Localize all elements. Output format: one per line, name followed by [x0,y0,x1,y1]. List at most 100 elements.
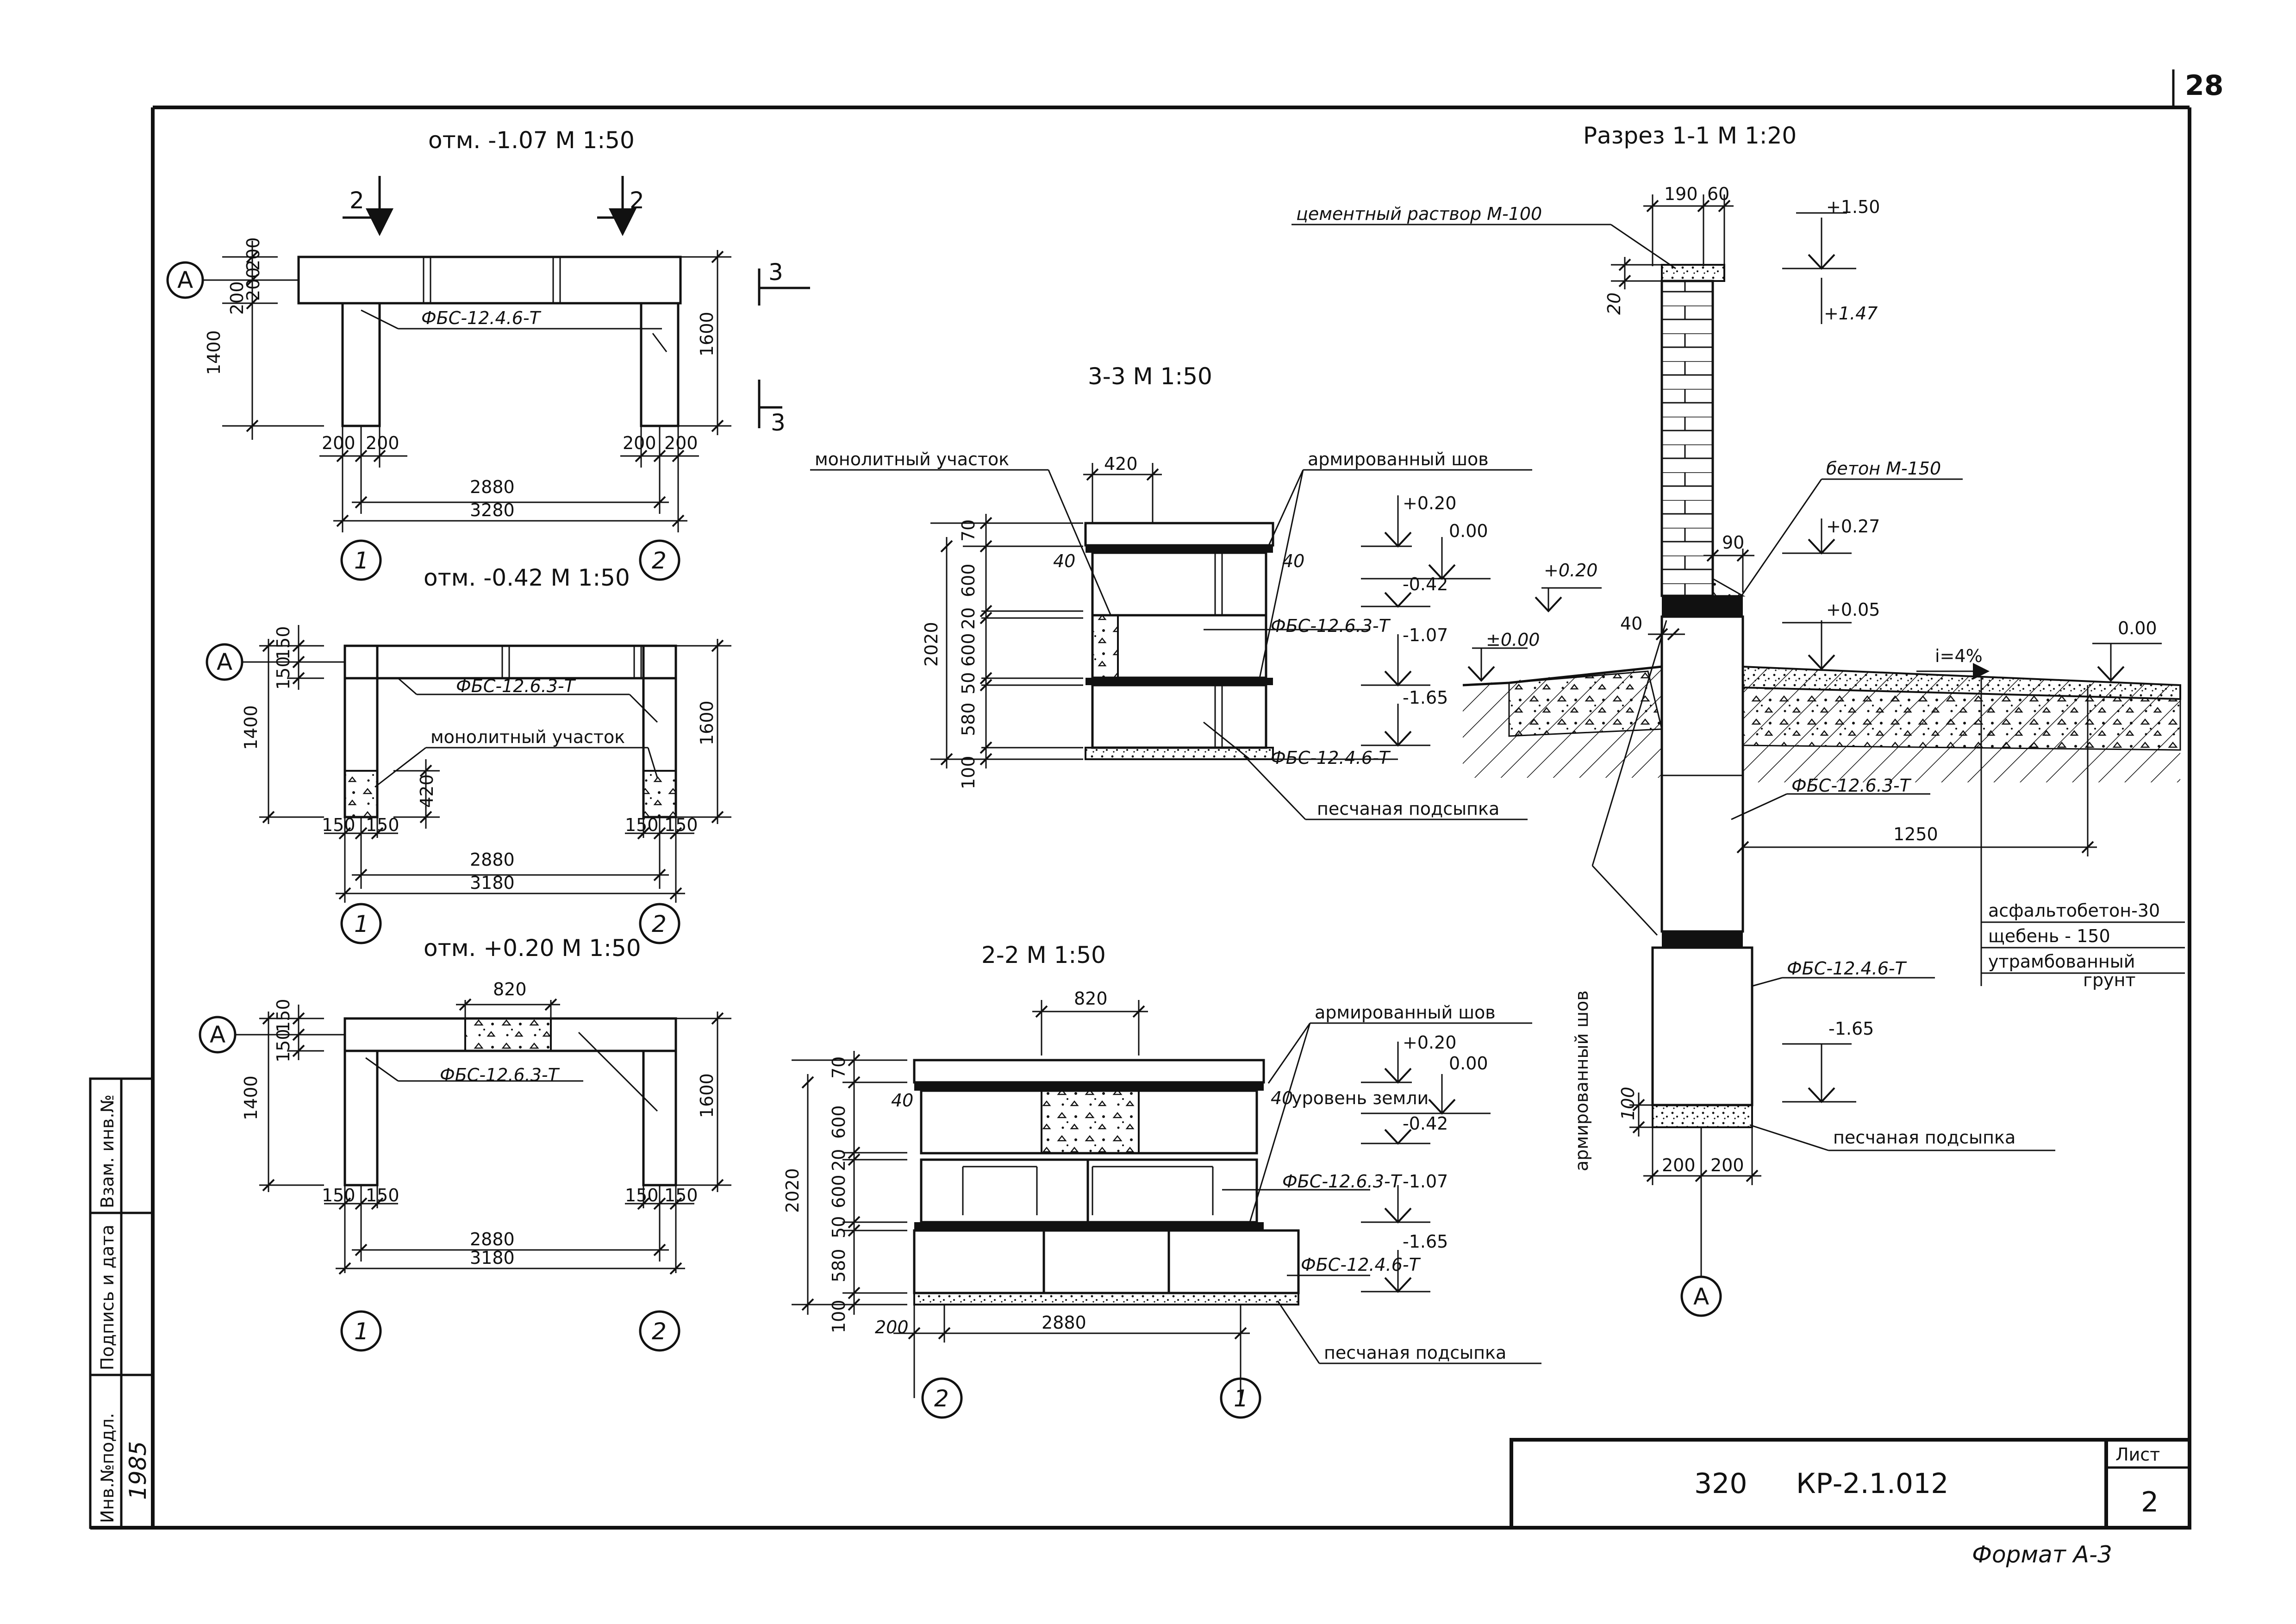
dim-s22-70: 70 [829,1056,849,1079]
s11-block-top: ФБС-12.6.3-Т [1791,775,1912,796]
s22-level-4: -1.07 [1403,1171,1448,1192]
plan-m107-axis-1: 1 [354,547,369,574]
dim-s11-60: 60 [1707,184,1729,204]
s11-level-005: +0.05 [1826,600,1880,620]
s22-reinforced-seam-mid [914,1222,1264,1230]
dim-m107-3280: 3280 [470,500,515,520]
s11-layer-gravel: щебень - 150 [1988,926,2110,946]
dim-p020-150b: 150 [273,1029,293,1062]
s11-layer-soil: грунт [2083,970,2136,990]
plan-m042-title: отм. -0.42 М 1:50 [424,564,630,591]
s22-monolith [1041,1090,1140,1154]
dim-p020-820: 820 [493,979,527,999]
dim-p020-150-2: 150 [366,1185,399,1206]
dim-s22-200: 200 [875,1317,909,1337]
s22-level-3: -0.42 [1403,1113,1448,1134]
s22-sand-bed [913,1292,1299,1305]
plan-m042-axis-a: А [217,649,232,675]
section-33-title: 3-3 М 1:50 [1088,363,1212,390]
dim-s11-90: 90 [1722,532,1744,553]
dim-m042-150b: 150 [273,656,293,690]
s11-sand-bed: песчаная подсыпка [1833,1127,2015,1148]
s11-block-bottom: ФБС-12.4.6-Т [1787,958,1907,979]
section-11-title: Разрез 1-1 М 1:20 [1583,122,1797,149]
s22-axis-1: 1 [1234,1385,1248,1412]
title-code: КР-2.1.012 [1796,1468,1948,1500]
dim-s11-20: 20 [1604,293,1624,315]
plan-m042-block-label: ФБС-12.6.3-Т [456,676,576,696]
s11-concrete-cap [1662,596,1743,617]
dim-s22-50: 50 [829,1216,849,1238]
plan-m042-right-monolith [643,770,677,818]
title-sheet-label: Лист [2115,1444,2160,1465]
dim-s22-40a: 40 [891,1090,913,1111]
stamp-sign-date: Подпись и дата [97,1224,118,1370]
s11-cement-mortar: цементный раствор М-100 [1296,204,1542,224]
section-22: 2-2 М 1:50 820 армированный шов 40 40 70… [782,942,1541,1419]
dim-p020-150-4: 150 [664,1185,698,1206]
plan-m042-axis-2: 2 [652,911,667,937]
dim-s22-40b: 40 [1271,1088,1293,1108]
s11-level-000: 0.00 [2118,618,2157,638]
dim-m042-150-4: 150 [664,815,698,835]
plan-m107-beam [297,256,682,305]
format-note: Формат А-3 [1972,1541,2112,1568]
dim-m107-200c: 200 [227,281,247,315]
dim-s33-40a: 40 [1053,551,1075,571]
dim-m042-150-1: 150 [322,815,356,835]
plan-m042-left-monolith [344,770,378,818]
s11-axis-a: А [1693,1283,1709,1310]
dim-s22-100: 100 [829,1299,849,1333]
dim-s33-580: 580 [958,702,979,736]
s22-block-top: ФБС-12.6.3-Т [1282,1171,1403,1192]
dim-m107-1400: 1400 [204,330,224,375]
s11-level-147: +1.47 [1824,303,1878,324]
s22-levels: +0.20 0.00 -0.42 -1.07 -1.65 [1361,1032,1491,1293]
s22-block-bottom: ФБС-12.4.6-Т [1301,1255,1421,1275]
stamp-inv-repl: Взам. инв.№ [97,1094,118,1208]
plan-p020-title: отм. +0.20 М 1:50 [424,935,641,962]
dim-p020-1600: 1600 [697,1073,717,1118]
dim-m107-200b: 200 [243,267,263,301]
dim-s22-580: 580 [829,1249,849,1282]
dim-s33-600b: 600 [958,633,979,667]
section-mark-2-right: 2 [630,187,644,214]
s33-level-2: 0.00 [1449,521,1488,541]
dim-m107-2880: 2880 [470,477,515,497]
s22-reinforced-seam-top [914,1082,1264,1091]
s33-level-3: -0.42 [1403,574,1448,594]
dim-m107-200-3: 200 [623,433,656,453]
s33-reinforced-seam-top [1086,545,1273,553]
section-33: 3-3 М 1:50 монолитный участок армированн… [810,363,1532,820]
s22-axis-2: 2 [934,1385,949,1412]
plan-m042-axis-1: 1 [354,911,369,937]
dim-s33-40b: 40 [1282,551,1304,571]
section-11: Разрез 1-1 М 1:20 цементный раствор М-10… [1292,122,2185,1317]
s22-level-5: -1.65 [1403,1231,1448,1252]
s11-slope: i=4% [1935,646,1983,666]
section-22-title: 2-2 М 1:50 [981,942,1106,968]
dim-m042-2880: 2880 [470,849,515,870]
dim-m042-420: 420 [417,774,437,808]
dim-p020-150-3: 150 [625,1185,659,1206]
plan-p020-monolith [464,1018,552,1052]
s11-level-027: +0.27 [1826,516,1880,537]
dim-s22-600b: 600 [829,1174,849,1208]
dim-s33-2020: 2020 [921,622,942,667]
dim-s11-190: 190 [1664,184,1698,204]
page-number: 28 [2185,69,2224,102]
dim-s11-100: 100 [1618,1087,1638,1120]
dim-m107-200a: 200 [243,237,263,271]
dim-s33-50: 50 [958,672,979,694]
plan-m042-monolith-label: монолитный участок [430,727,625,747]
dim-p020-2880: 2880 [470,1229,515,1249]
dim-s11-200a: 200 [1662,1155,1696,1175]
plan-m107-left-pier [341,302,381,427]
dim-s33-70: 70 [958,519,979,542]
s33-monolith [1092,614,1119,679]
plan-p020-axis-2: 2 [652,1318,667,1345]
s11-layer-asphalt: асфальтобетон-30 [1988,900,2160,921]
plan-p020-axis-1: 1 [354,1318,369,1345]
dim-m107-200-2: 200 [366,433,399,453]
dim-s22-2880: 2880 [1042,1312,1086,1333]
